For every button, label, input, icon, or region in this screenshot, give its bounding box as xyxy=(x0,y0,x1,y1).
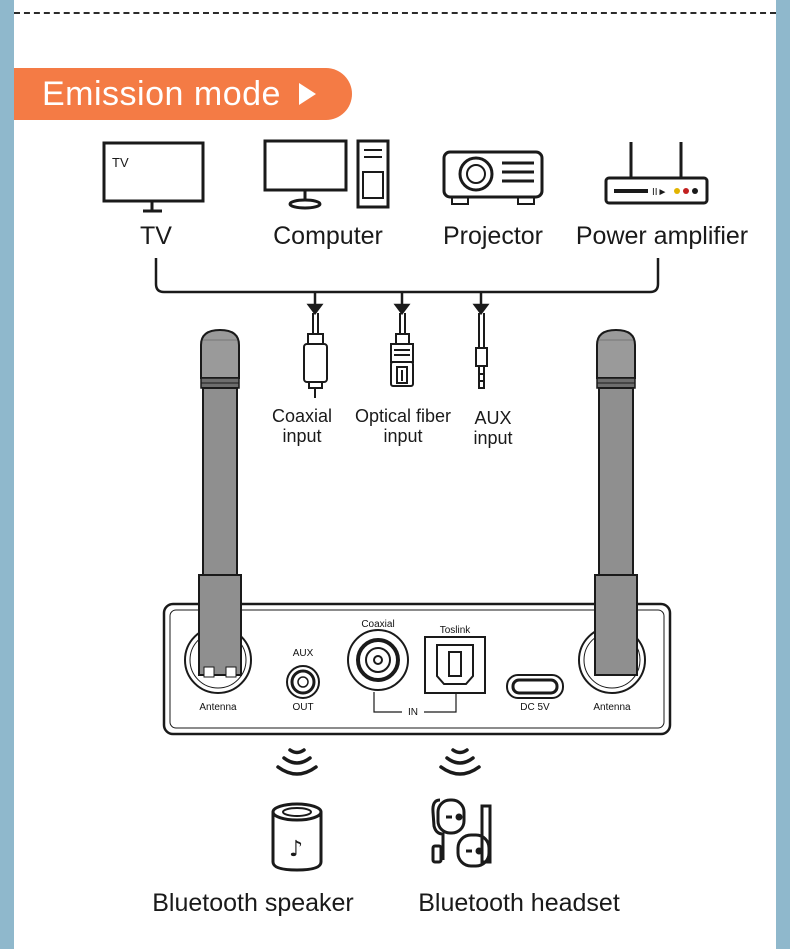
banner-title: Emission mode xyxy=(42,74,281,113)
source-label-power-amplifier: Power amplifier xyxy=(575,222,749,250)
input-label-coaxial: Coaxial input xyxy=(256,406,348,446)
page-panel xyxy=(14,0,776,949)
input-label-line2: input xyxy=(383,426,423,446)
input-label-line1: Coaxial xyxy=(271,406,333,426)
input-label-line1: Optical fiber xyxy=(354,406,452,426)
projector-icon xyxy=(442,150,544,205)
wireless-signal-icon xyxy=(439,748,481,776)
play-arrow-icon xyxy=(298,83,316,105)
bluetooth-headset-icon xyxy=(431,798,492,868)
input-label-aux: AUX input xyxy=(458,408,528,448)
panel-label-antenna-left: Antenna xyxy=(199,702,237,713)
wireless-signal-icon xyxy=(276,748,318,776)
aux-plug-icon xyxy=(475,313,488,389)
source-bracket xyxy=(154,258,660,316)
panel-label-coaxial: Coaxial xyxy=(361,619,395,630)
panel-label-aux: AUX xyxy=(292,648,314,659)
panel-label-in: IN xyxy=(408,707,418,718)
computer-icon xyxy=(263,139,390,210)
panel-label-dc: DC 5V xyxy=(520,702,550,713)
in-bracket xyxy=(373,692,457,713)
svg-text:♪: ♪ xyxy=(289,837,303,862)
panel-label-toslink: Toslink xyxy=(439,625,471,636)
input-label-line2: input xyxy=(473,428,513,448)
svg-text:II►: II► xyxy=(652,187,667,198)
input-label-optical: Optical fiber input xyxy=(344,406,462,446)
panel-label-out: OUT xyxy=(292,702,314,713)
source-label-computer: Computer xyxy=(273,222,383,250)
aux-out-port xyxy=(286,665,320,699)
power-amplifier-icon: II► xyxy=(604,142,709,205)
output-label-headset: Bluetooth headset xyxy=(418,889,620,917)
output-label-speaker: Bluetooth speaker xyxy=(152,889,354,917)
optical-plug-icon xyxy=(390,313,414,387)
antenna-left xyxy=(198,328,242,678)
tv-icon: TV xyxy=(102,141,205,213)
coaxial-port xyxy=(347,629,409,691)
usb-c-port xyxy=(506,674,564,699)
source-label-tv: TV xyxy=(140,222,172,250)
section-banner: Emission mode xyxy=(14,68,352,120)
coaxial-plug-icon xyxy=(303,313,328,398)
antenna-right xyxy=(594,328,638,676)
input-label-line2: input xyxy=(282,426,322,446)
source-label-projector: Projector xyxy=(442,222,544,250)
panel-label-antenna-right: Antenna xyxy=(593,702,631,713)
bluetooth-speaker-icon: ♪ xyxy=(271,802,323,872)
tv-screen-text: TV xyxy=(112,155,129,170)
input-label-line1: AUX xyxy=(474,408,512,428)
toslink-port xyxy=(424,636,486,694)
transmitter-device xyxy=(162,602,672,736)
dashed-divider xyxy=(14,12,776,14)
